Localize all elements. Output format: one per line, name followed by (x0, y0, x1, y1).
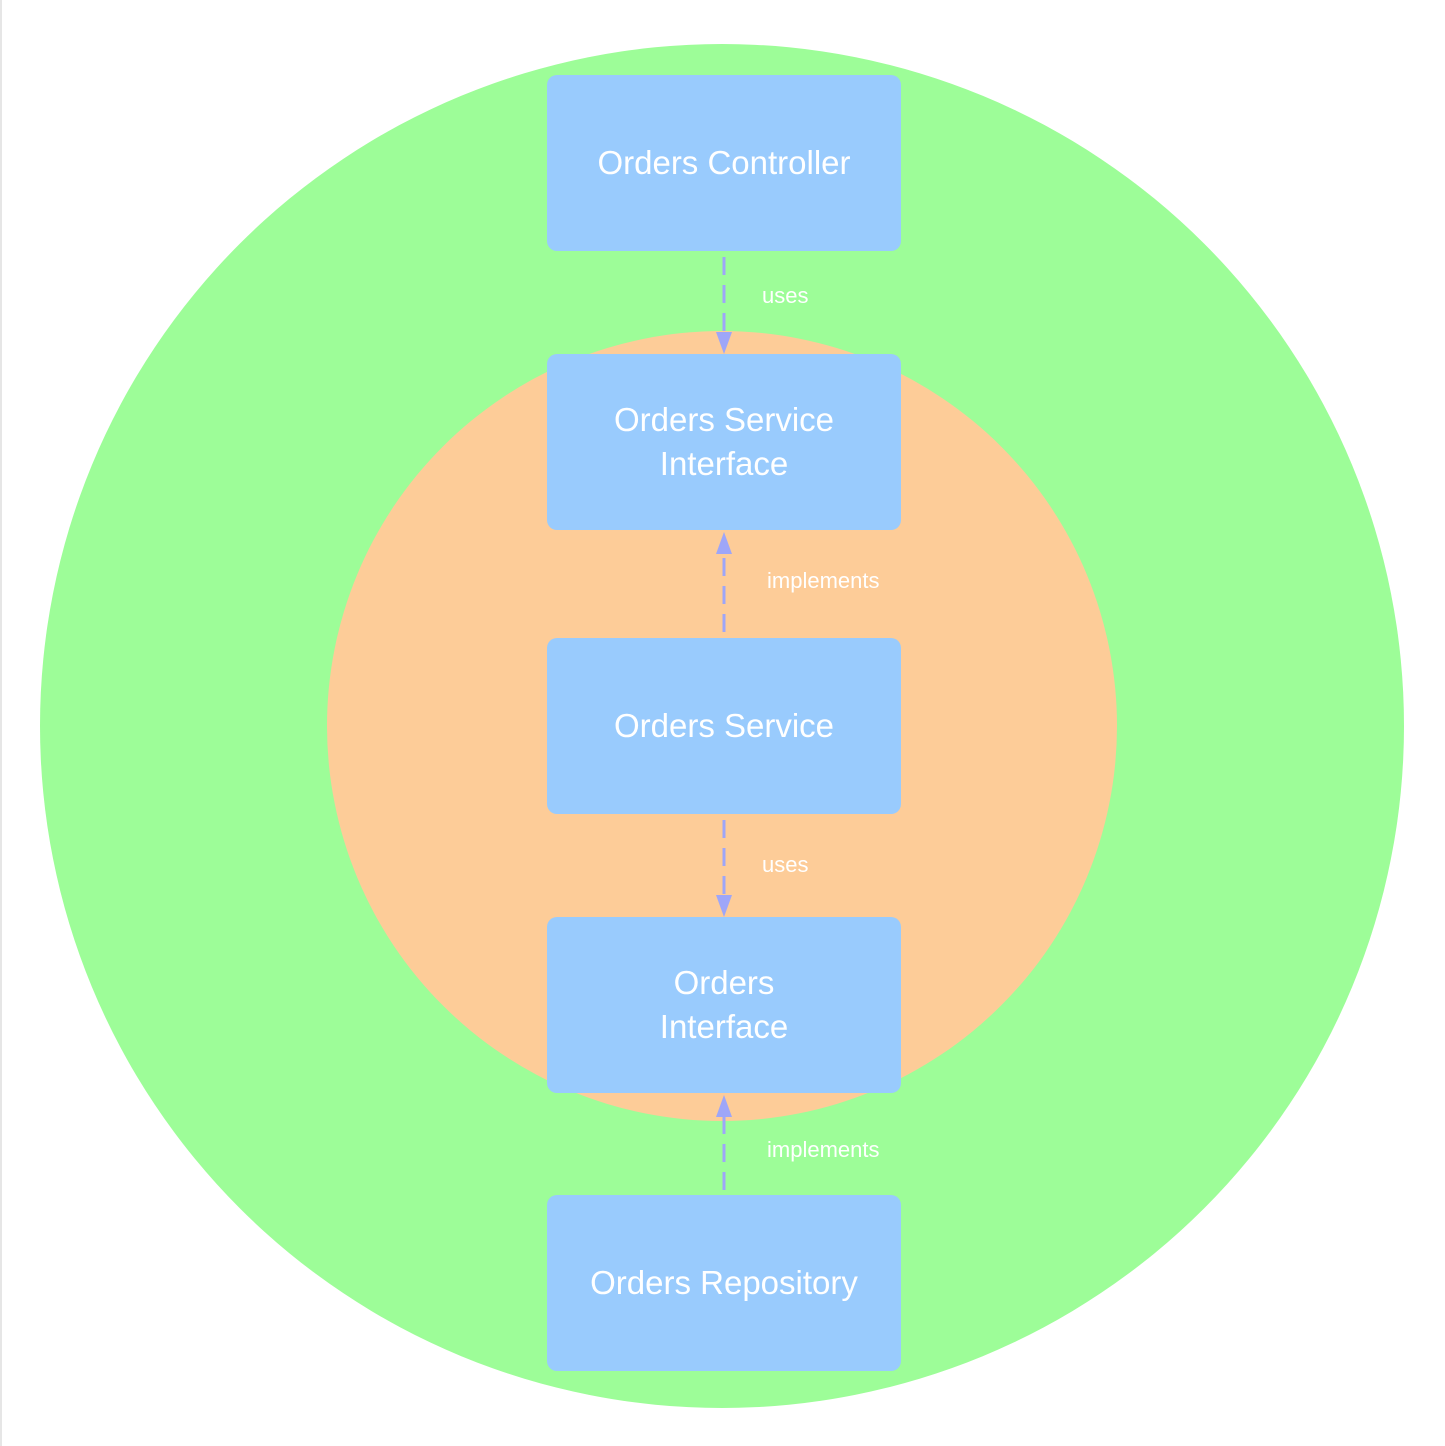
arrowhead-service-interface-bottom (716, 532, 732, 554)
edge-label-uses-1: uses (762, 283, 809, 308)
edge-label-uses-2: uses (762, 852, 809, 877)
page-left-border (0, 0, 2, 1446)
edge-label-implements-1: implements (767, 568, 880, 593)
node-orders-service-interface: Orders Service Interface (547, 354, 901, 530)
node-orders-controller: Orders Controller (547, 75, 901, 251)
arrowhead-orders-interface-bottom (716, 1095, 732, 1117)
arrowhead-orders-interface-top (716, 895, 732, 917)
arrowhead-service-interface-top (716, 332, 732, 354)
edge-label-implements-2: implements (767, 1137, 880, 1162)
node-orders-repository: Orders Repository (547, 1195, 901, 1371)
node-orders-service: Orders Service (547, 638, 901, 814)
node-orders-interface: Orders Interface (547, 917, 901, 1093)
